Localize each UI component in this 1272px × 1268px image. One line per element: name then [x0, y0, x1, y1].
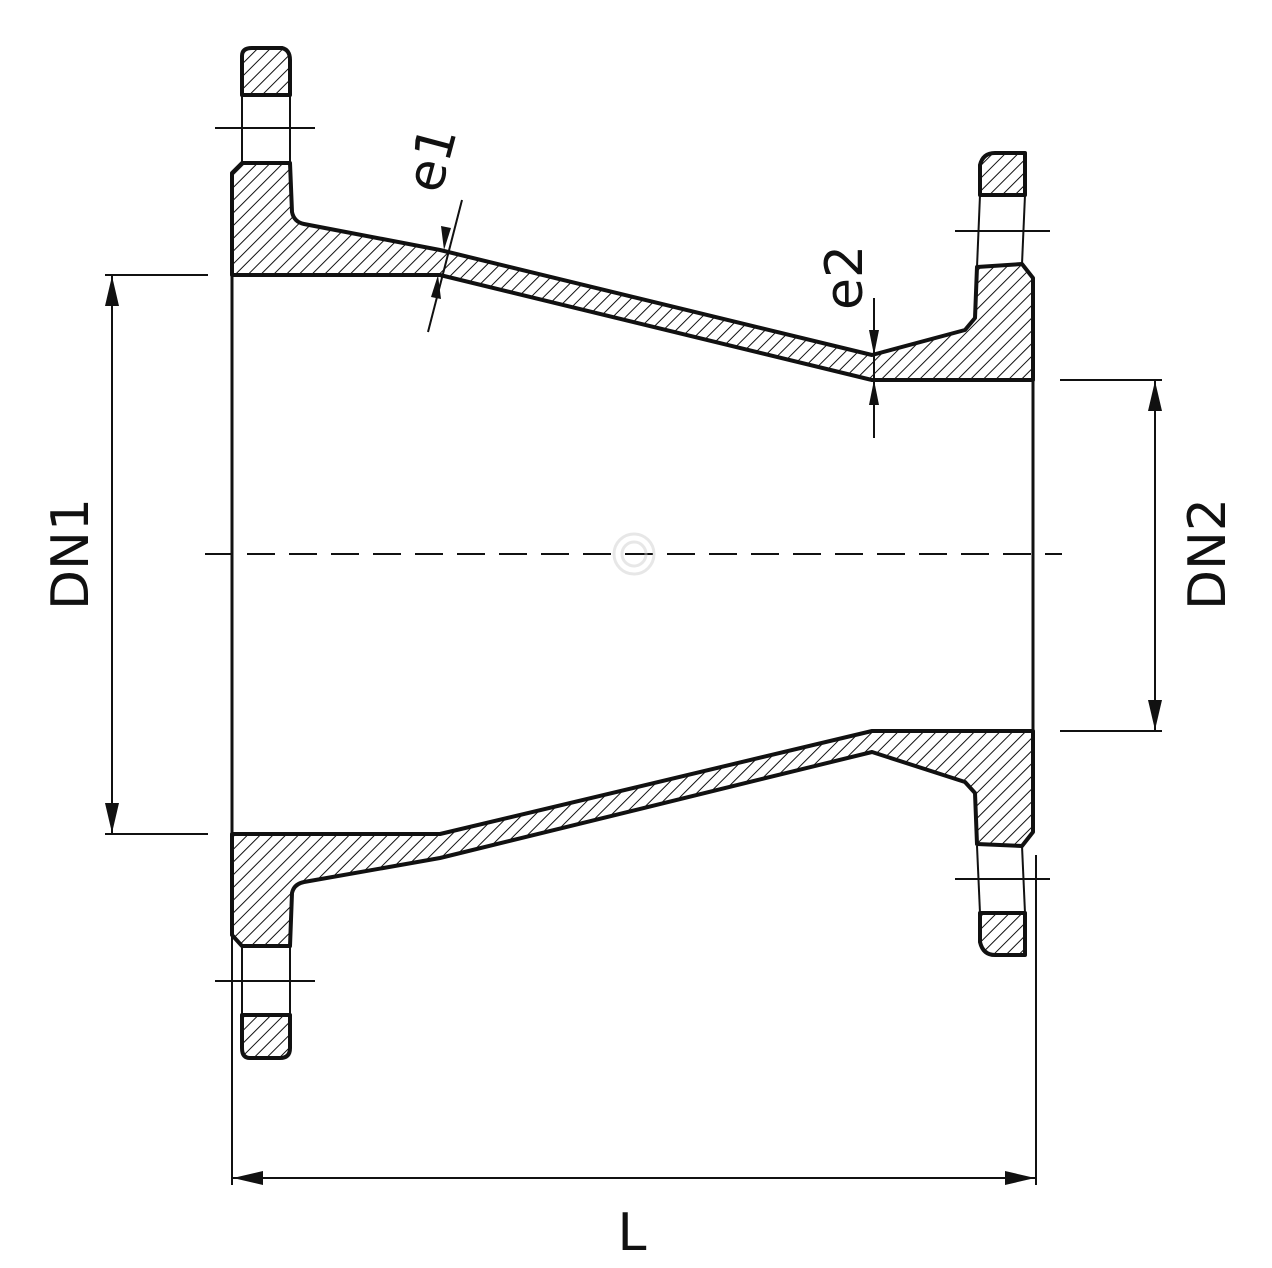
- pipe-wall-section: [215, 46, 1050, 1060]
- dimension-e1: e1: [395, 120, 470, 333]
- e1-label: e1: [395, 120, 470, 198]
- e2-label: e2: [815, 245, 875, 310]
- upper-wall: [230, 161, 1035, 382]
- dn2-label: DN2: [1178, 498, 1238, 610]
- right-lower-flange-tip: [978, 911, 1027, 957]
- bore-lines: [205, 275, 1062, 834]
- right-upper-flange-tip: [978, 151, 1027, 197]
- dn1-label: DN1: [41, 498, 101, 610]
- dimension-e2: e2: [815, 245, 879, 438]
- left-lower-flange-tip: [240, 1013, 292, 1060]
- dimension-dn1: DN1: [41, 274, 208, 835]
- left-upper-flange-tip: [240, 46, 292, 97]
- dimension-length: L: [231, 855, 1037, 1263]
- length-label: L: [618, 1203, 647, 1263]
- dimension-dn2: DN2: [1060, 379, 1238, 732]
- lower-wall: [230, 729, 1035, 948]
- watermark-logo: [612, 532, 656, 576]
